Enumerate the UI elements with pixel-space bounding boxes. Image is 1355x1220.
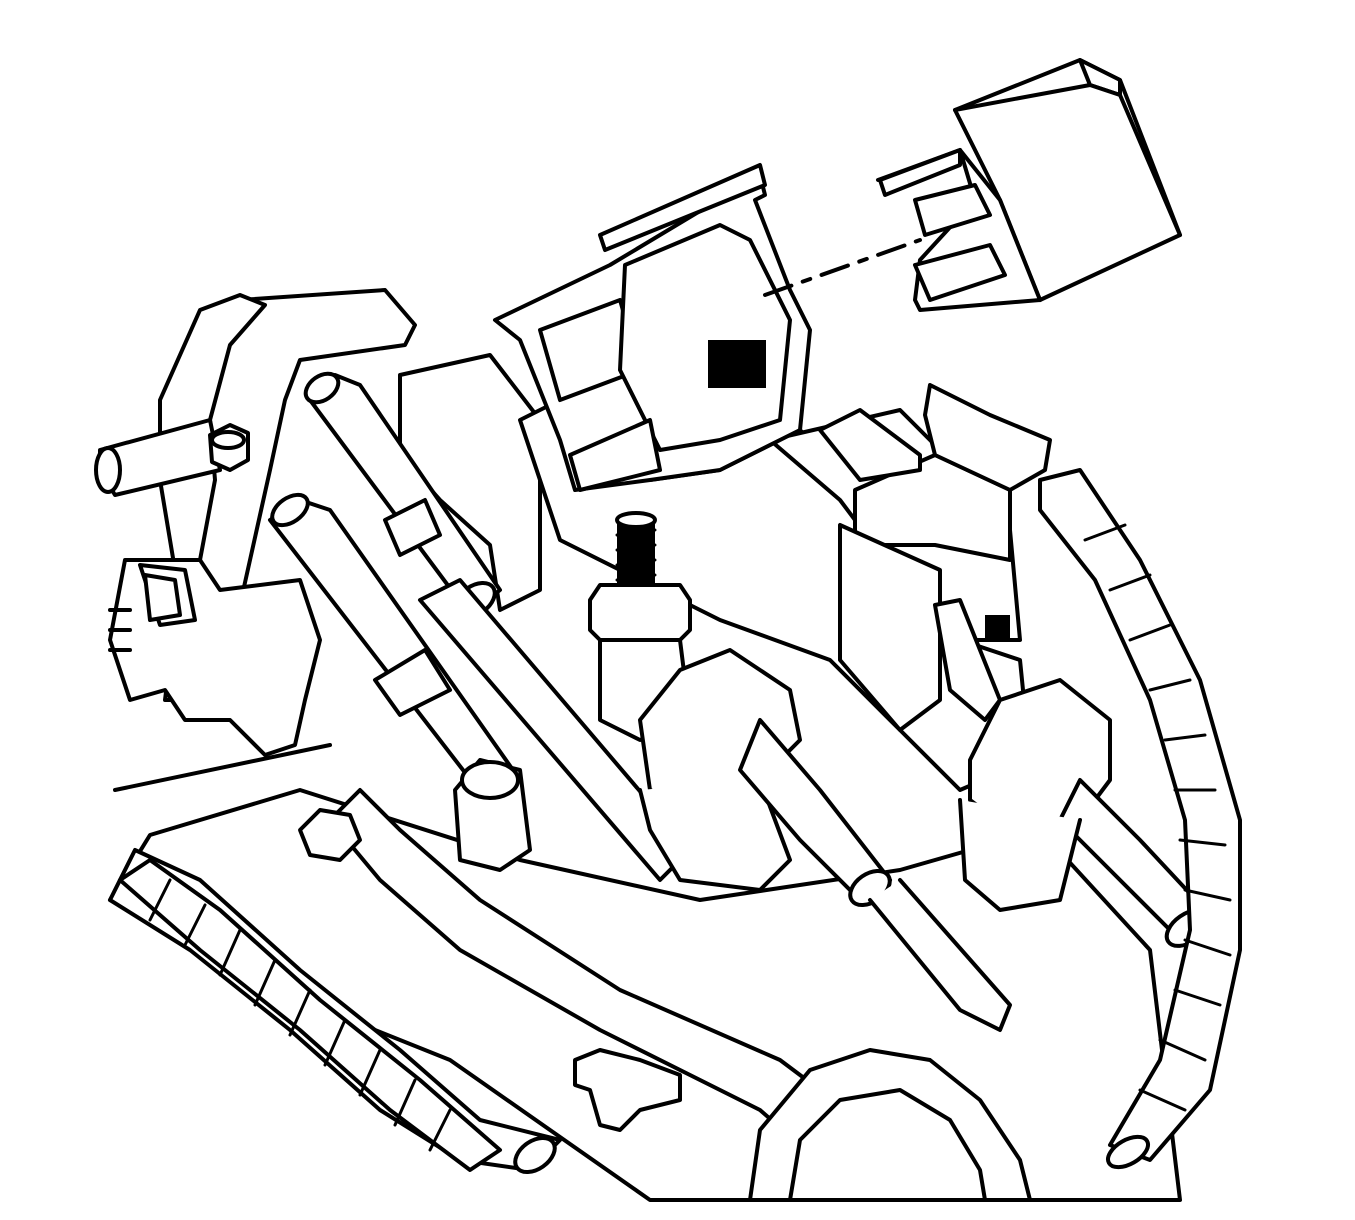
relay-module xyxy=(493,163,812,492)
harness-clip xyxy=(573,1048,682,1132)
fuel-tube-upper xyxy=(303,371,502,620)
detached-relay xyxy=(876,58,1182,312)
cable-boot-right xyxy=(958,678,1212,948)
cable-boot-center xyxy=(638,648,1012,1032)
alignment-guide-line xyxy=(763,238,922,297)
left-connector xyxy=(108,558,322,757)
left-wiring-harness xyxy=(108,848,562,1175)
bottom-grommet xyxy=(748,1048,1032,1202)
relay-bracket-housing xyxy=(398,353,1052,792)
right-wiring-harness xyxy=(1038,468,1242,1170)
fuel-tube-lower xyxy=(268,492,522,807)
